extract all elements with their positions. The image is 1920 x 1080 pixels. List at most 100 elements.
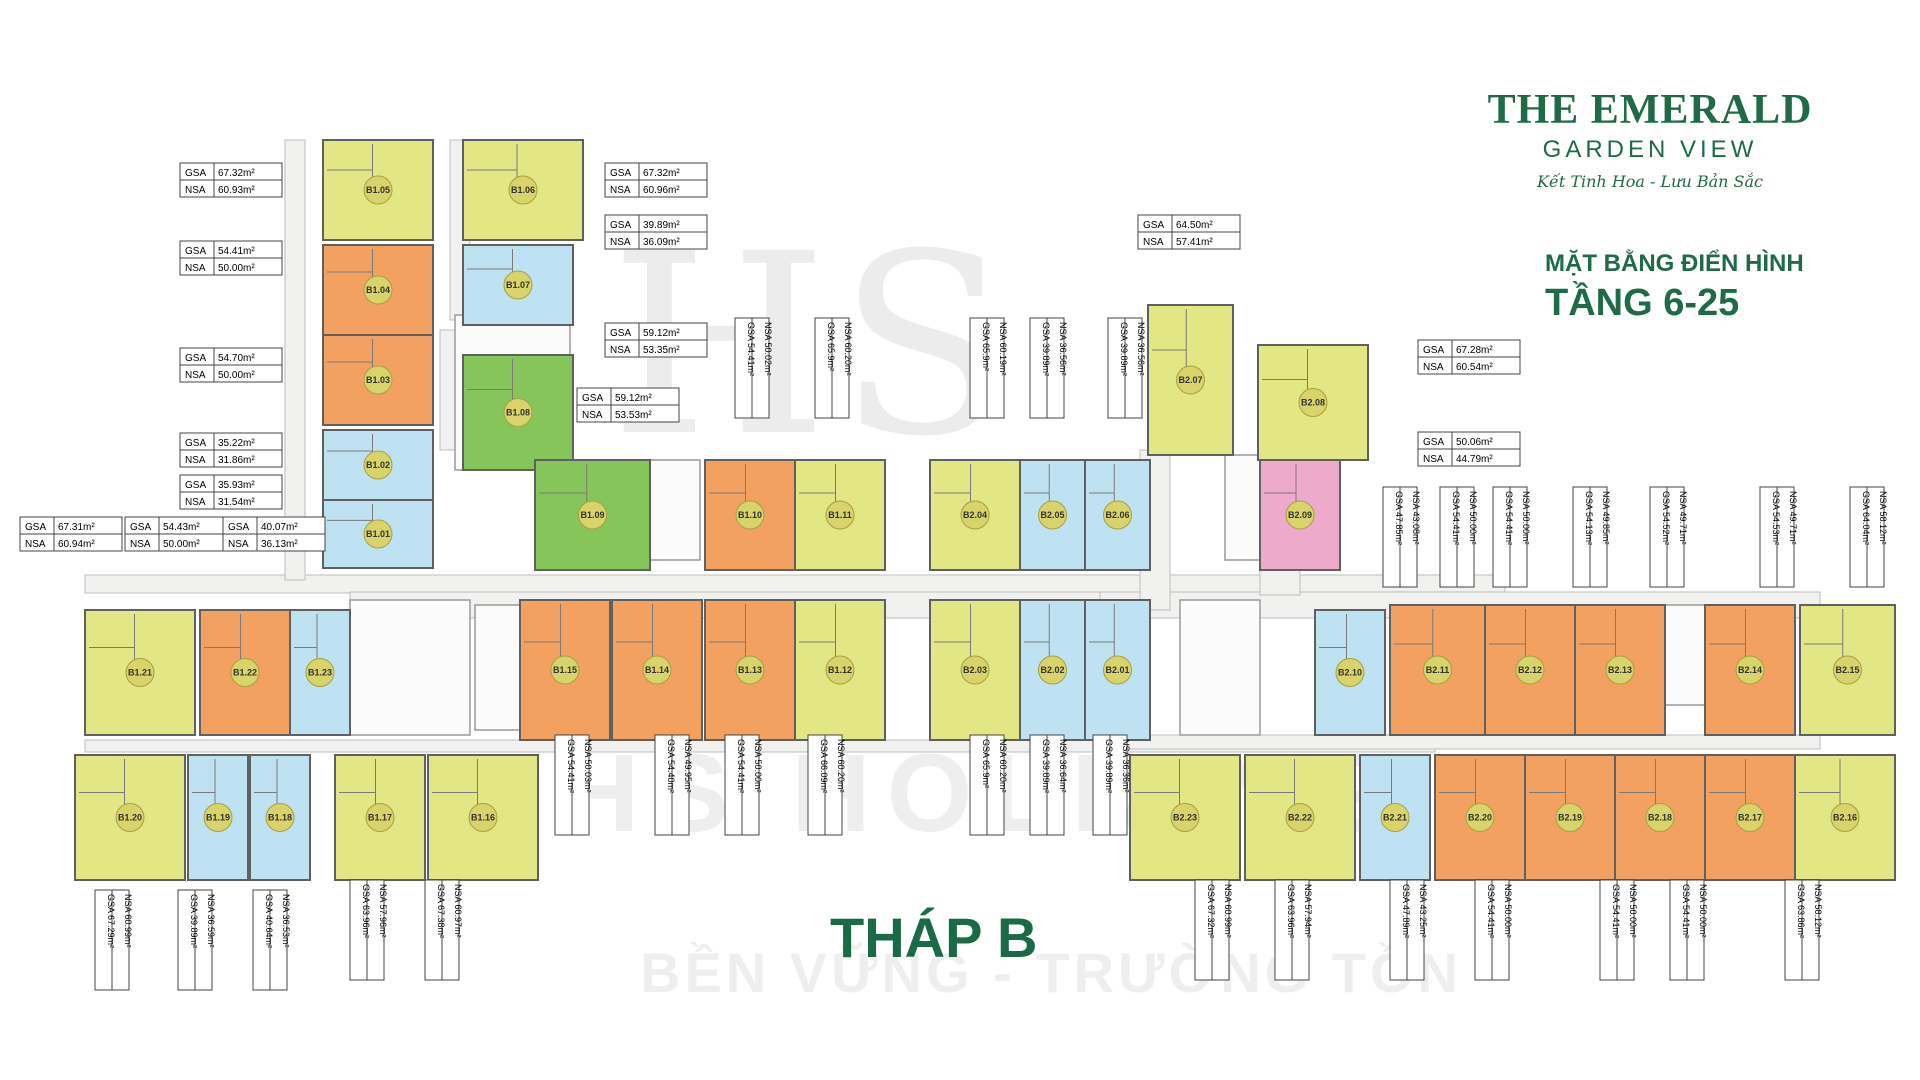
plan-subtitle: MẶT BẰNG ĐIỂN HÌNH (1545, 250, 1804, 277)
area-text: NSA 50.00m² (1628, 884, 1638, 938)
unit-badge (1170, 803, 1200, 832)
unit-badge (365, 803, 395, 832)
unit-id: B1.14 (645, 665, 669, 675)
area-text: NSA 50.00m² (1468, 491, 1478, 545)
gsa-key: GSA (185, 480, 206, 491)
area-label: GSA 54.41m² NSA 50.00m² (1439, 486, 1478, 588)
area-text: NSA 60.20m² (998, 739, 1008, 793)
area-text: NSA 50.00m² (1503, 884, 1513, 938)
area-text: NSA 43.08m² (1411, 491, 1421, 545)
unit-id: B1.13 (738, 665, 762, 675)
unit-b1-08 (462, 354, 574, 471)
area-text: GSA 54.53m² (1771, 491, 1781, 545)
unit-badge (550, 655, 580, 685)
nsa-key: NSA (228, 539, 249, 550)
unit-id: B1.17 (368, 813, 392, 823)
unit-badge (363, 450, 393, 480)
unit-badge (1605, 655, 1635, 685)
unit-badge (230, 658, 260, 687)
gsa-value: 54.70m² (218, 353, 255, 364)
core (1179, 599, 1261, 736)
area-text: NSA 50.00m² (1521, 491, 1531, 545)
area-text: NSA 60.99m² (1223, 884, 1233, 938)
area-text: GSA 63.96m² (1286, 884, 1296, 938)
nsa-key: NSA (1423, 362, 1444, 373)
unit-b2-03 (929, 599, 1021, 741)
nsa-key: NSA (1423, 454, 1444, 465)
unit-id: B2.05 (1040, 510, 1064, 520)
unit-id: B1.15 (553, 665, 577, 675)
unit-badge (503, 270, 533, 300)
area-text: GSA 47.85m² (1394, 491, 1404, 545)
unit-badge (203, 803, 233, 832)
unit-badge (1465, 803, 1495, 832)
unit-badge (363, 175, 393, 205)
unit-badge (1103, 500, 1132, 530)
gsa-value: 50.06m² (1456, 437, 1493, 448)
area-text: NSA 50.02m² (763, 322, 773, 376)
unit-id: B1.08 (506, 408, 530, 418)
nsa-value: 36.09m² (643, 237, 680, 248)
nsa-value: 50.00m² (218, 263, 255, 274)
nsa-key: NSA (610, 185, 631, 196)
nsa-value: 50.00m² (218, 370, 255, 381)
unit-badge (642, 655, 672, 685)
unit-id: B2.11 (1426, 665, 1450, 675)
unit-id: B2.19 (1558, 813, 1582, 823)
gsa-key: GSA (582, 393, 603, 404)
area-text: NSA 50.00m² (1698, 884, 1708, 938)
area-text: GSA 54.41m² (1451, 491, 1461, 545)
unit-id: B2.08 (1301, 398, 1325, 408)
area-text: NSA 60.19m² (998, 322, 1008, 376)
unit-badge (363, 519, 393, 549)
gsa-value: 59.12m² (643, 328, 680, 339)
nsa-key: NSA (130, 539, 151, 550)
area-text: NSA 58.12m² (1878, 491, 1888, 545)
unit-badge (1038, 655, 1067, 685)
nsa-value: 31.86m² (218, 455, 255, 466)
unit-id: B2.15 (1835, 665, 1859, 675)
tower-label: THÁP B (830, 906, 1038, 969)
unit-b2-09 (1259, 459, 1341, 571)
unit-badge (115, 803, 145, 832)
unit-id: B2.01 (1105, 665, 1129, 675)
gsa-value: 35.22m² (218, 438, 255, 449)
area-text: NSA 60.20m² (836, 739, 846, 793)
unit-id: B2.06 (1105, 510, 1129, 520)
unit-badge (1735, 803, 1765, 832)
nsa-value: 36.13m² (261, 539, 298, 550)
gsa-value: 67.31m² (58, 522, 95, 533)
unit-badge (1335, 658, 1365, 687)
watermark-slogan: BỀN VỮNG - TRƯỜNG TỒN (640, 941, 1463, 1004)
unit-badge (1735, 655, 1765, 685)
area-text: GSA 54.41m² (1611, 884, 1621, 938)
area-text: NSA 36.56m² (1058, 322, 1068, 376)
unit-id: B1.03 (366, 375, 390, 385)
area-text: GSA 67.32m² (1206, 884, 1216, 938)
area-labels: GSANSA67.32m²60.93m²GSANSA67.32m²60.96m²… (19, 162, 1888, 991)
unit-id: B1.05 (366, 185, 390, 195)
unit-id: B1.20 (118, 813, 142, 823)
unit-b2-06 (1084, 459, 1151, 571)
unit-badge (1038, 500, 1067, 530)
